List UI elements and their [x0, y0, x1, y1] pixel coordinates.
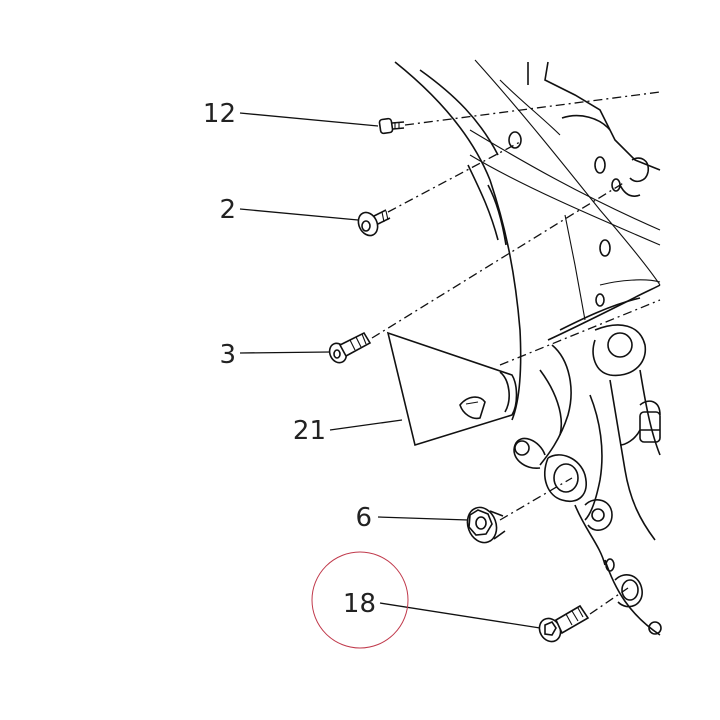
part-21-cover-plate	[386, 331, 518, 447]
part-3-screw	[328, 331, 372, 364]
callout-18: 18	[343, 589, 376, 619]
part-18-screw	[538, 604, 590, 643]
callout-12: 12	[203, 99, 236, 129]
callout-labels: 12 2 3 21 6 18	[203, 99, 376, 619]
leader-lines	[239, 112, 541, 629]
callout-21: 21	[293, 416, 326, 446]
callout-3: 3	[219, 340, 236, 370]
part-6-nut	[466, 506, 506, 544]
part-12-screw	[378, 117, 405, 135]
callout-2: 2	[219, 195, 236, 225]
part-2-screw	[357, 209, 391, 237]
frame-outline	[394, 59, 662, 636]
highlight-circle-18	[311, 551, 409, 649]
callout-6: 6	[355, 503, 372, 533]
assembly-axis-lines	[371, 91, 661, 615]
